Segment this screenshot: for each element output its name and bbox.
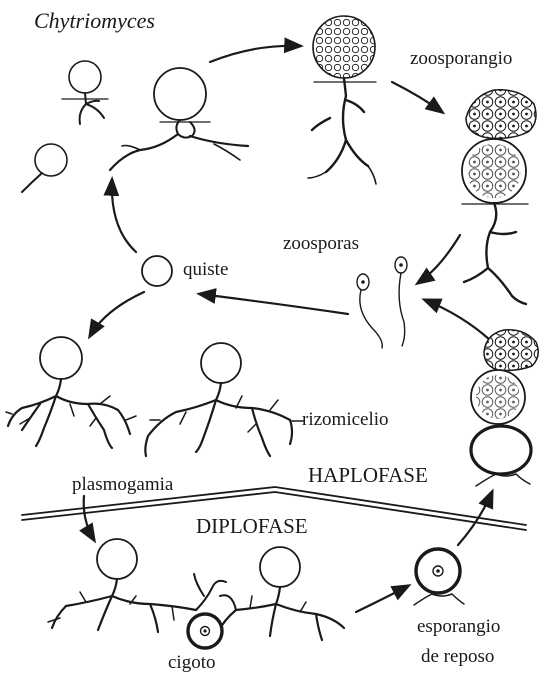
label-esporangio-line1: esporangio <box>417 616 500 637</box>
arrow-zoospores-from-sporangium <box>418 235 460 283</box>
label-zoosporangio: zoosporangio <box>410 48 512 69</box>
arrow-plasmogamy <box>84 496 94 540</box>
resting-sporangium-germinating <box>471 330 538 486</box>
label-zoosporas: zoosporas <box>283 233 359 254</box>
thallus-cell-right <box>260 547 300 587</box>
arrow-germling-to-zoosporangium <box>210 46 300 62</box>
thallus-cell-left <box>97 539 137 579</box>
arrow-zoosporangium-release <box>392 82 442 112</box>
cyst <box>142 256 172 286</box>
label-diplofase: DIPLOFASE <box>196 514 308 538</box>
germling-small-cell <box>69 61 101 93</box>
germling-group <box>22 61 248 192</box>
germling-large-cell <box>154 68 206 120</box>
arrow-zoospores-to-cyst <box>200 294 348 314</box>
zoosporangium-mature <box>308 16 376 184</box>
label-haplofase: HAPLOFASE <box>308 463 428 487</box>
rhizomycelium-right <box>145 343 292 456</box>
title-text: Chytriomyces <box>34 8 155 33</box>
label-cigoto: cigoto <box>168 652 216 673</box>
zygote <box>188 614 222 648</box>
young-cell <box>35 144 67 176</box>
arrow-zoospores-from-resting <box>425 300 490 340</box>
label-quiste: quiste <box>183 259 228 280</box>
arrow-cyst-to-germling <box>112 180 136 252</box>
zoospores <box>357 257 407 348</box>
rhizomycelium-left <box>6 337 136 448</box>
arrow-cyst-to-rhizomycelium <box>90 292 144 336</box>
label-esporangio-line2: de reposo <box>421 646 494 667</box>
resting-sporangium <box>414 549 464 605</box>
label-rizomicelio: rizomicelio <box>302 409 389 430</box>
arrow-zygote-to-resting <box>356 586 408 612</box>
zoosporangium-releasing <box>462 90 536 304</box>
label-plasmogamia: plasmogamia <box>72 474 174 495</box>
